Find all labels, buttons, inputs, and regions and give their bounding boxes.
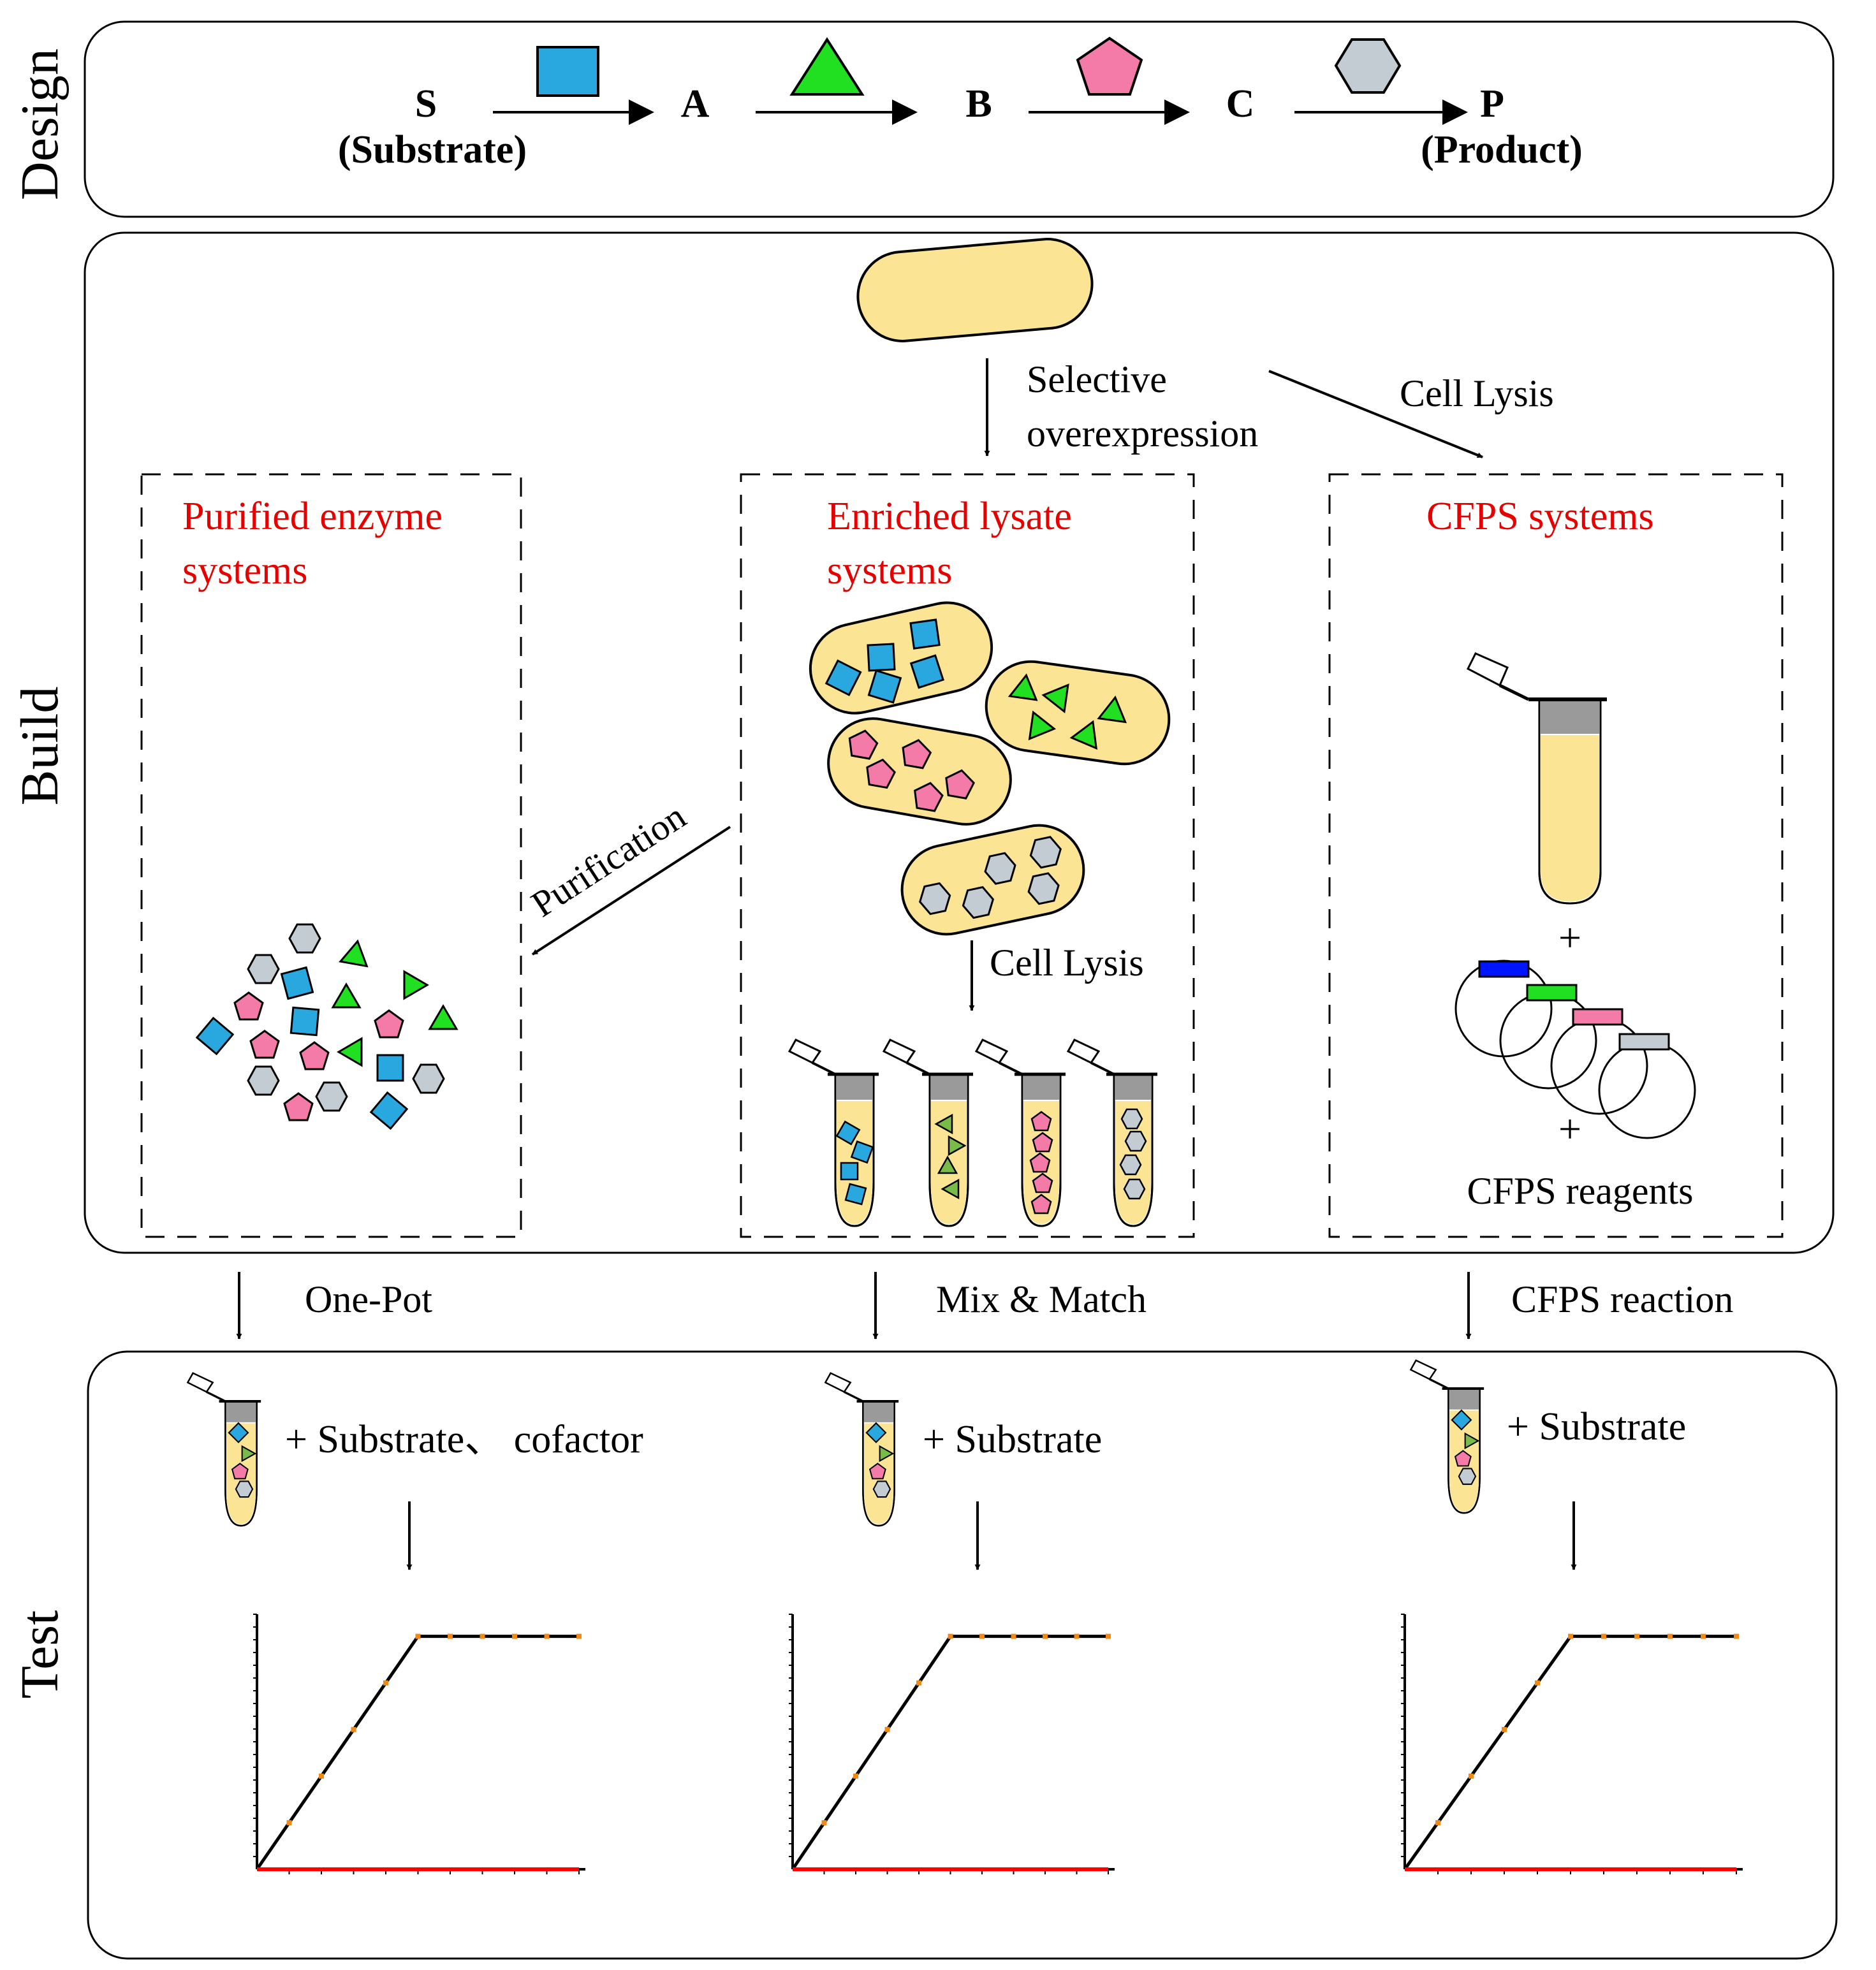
design-s-sub: (Substrate) xyxy=(338,128,527,171)
series-product-line xyxy=(1403,1635,1736,1871)
tube-green xyxy=(884,1040,973,1226)
plus-2: + xyxy=(1558,1106,1581,1151)
product-point xyxy=(1734,1633,1739,1639)
section-label-design: Design xyxy=(10,48,70,200)
product-point xyxy=(1634,1633,1639,1639)
chart-right xyxy=(1401,1614,1743,1874)
overexpression-label: overexpression xyxy=(1027,412,1258,455)
product-point xyxy=(1043,1633,1048,1639)
product-point xyxy=(415,1633,421,1639)
cell-lysis-label-top: Cell Lysis xyxy=(1400,372,1554,414)
product-point xyxy=(853,1773,858,1779)
product-point xyxy=(1701,1633,1706,1639)
chart-mid xyxy=(789,1614,1115,1874)
test-tube-right xyxy=(1411,1361,1484,1513)
design-p-label: P xyxy=(1480,82,1504,126)
enriched-cell-blue xyxy=(809,601,993,715)
product-point xyxy=(512,1633,517,1639)
cell-lysis-arrow-top xyxy=(1268,370,1483,458)
enriched-cell-pink xyxy=(827,717,1012,826)
build-panel xyxy=(84,231,1835,1254)
cfps-reaction-label: CFPS reaction xyxy=(1511,1278,1733,1320)
product-point xyxy=(286,1820,292,1825)
purified-title-1: Purified enzyme xyxy=(182,495,443,538)
cfps-box xyxy=(1328,473,1784,1238)
test-right-add: + Substrate xyxy=(1507,1405,1686,1448)
design-s-label: S xyxy=(415,82,437,126)
design-c-label: C xyxy=(1226,82,1255,126)
product-point xyxy=(979,1633,985,1639)
chart-left xyxy=(253,1614,585,1874)
design-panel xyxy=(84,20,1835,218)
enriched-title-1: Enriched lysate xyxy=(827,495,1072,538)
enzyme-triangle-icon xyxy=(789,37,865,96)
cfps-reagents-label: CFPS reagents xyxy=(1467,1170,1693,1212)
enriched-cell-green xyxy=(985,660,1171,766)
product-point xyxy=(1568,1633,1573,1639)
test-left-add: + Substrate、 cofactor xyxy=(285,1418,643,1461)
product-point xyxy=(319,1773,324,1779)
section-label-build: Build xyxy=(10,687,70,806)
source-cell xyxy=(856,238,1094,342)
product-point xyxy=(1435,1820,1440,1825)
one-pot-label: One-Pot xyxy=(305,1278,432,1320)
tube-grey xyxy=(1068,1040,1157,1226)
product-point xyxy=(1601,1633,1606,1639)
plasmids xyxy=(1455,959,1696,1139)
design-b-label: B xyxy=(965,82,992,126)
tube-blue xyxy=(789,1040,879,1226)
selective-label: Selective xyxy=(1027,358,1167,400)
product-point xyxy=(1011,1633,1016,1639)
purification-arrow xyxy=(531,826,731,956)
test-tube-mid xyxy=(825,1373,898,1526)
product-point xyxy=(1469,1773,1474,1779)
cfps-tube xyxy=(1466,652,1607,905)
enriched-cell-grey xyxy=(900,824,1085,936)
enzyme-hexagon-icon xyxy=(1334,38,1402,94)
tube-pink xyxy=(976,1040,1066,1226)
product-point xyxy=(1667,1633,1673,1639)
test-tube-left xyxy=(187,1373,261,1526)
enriched-box xyxy=(740,473,1195,1238)
product-point xyxy=(1074,1633,1080,1639)
product-point xyxy=(916,1680,921,1686)
enzyme-square-icon xyxy=(536,46,599,97)
section-label-test: Test xyxy=(10,1610,70,1699)
product-point xyxy=(1502,1726,1507,1732)
plus-1: + xyxy=(1558,915,1581,960)
product-point xyxy=(1106,1633,1111,1639)
purified-enzyme-mix xyxy=(196,923,458,1130)
test-mid-add: + Substrate xyxy=(923,1418,1102,1461)
product-point xyxy=(821,1820,827,1825)
product-point xyxy=(351,1726,356,1732)
product-point xyxy=(884,1726,890,1732)
design-p-sub: (Product) xyxy=(1421,128,1583,171)
enriched-title-2: systems xyxy=(827,549,952,592)
product-point xyxy=(1535,1680,1540,1686)
design-a-label: A xyxy=(681,82,710,126)
product-point xyxy=(576,1633,582,1639)
product-point xyxy=(544,1633,550,1639)
cell-lysis-label-mid: Cell Lysis xyxy=(990,942,1144,984)
product-point xyxy=(448,1633,453,1639)
product-point xyxy=(383,1680,388,1686)
test-panel xyxy=(87,1350,1838,1960)
mix-match-label: Mix & Match xyxy=(936,1278,1147,1320)
enzyme-pentagon-icon xyxy=(1076,36,1143,96)
series-product-line xyxy=(791,1635,1108,1871)
cfps-title: CFPS systems xyxy=(1426,495,1654,538)
purified-title-2: systems xyxy=(182,549,307,592)
series-product-line xyxy=(255,1635,579,1871)
product-point xyxy=(948,1633,953,1639)
product-point xyxy=(480,1633,485,1639)
